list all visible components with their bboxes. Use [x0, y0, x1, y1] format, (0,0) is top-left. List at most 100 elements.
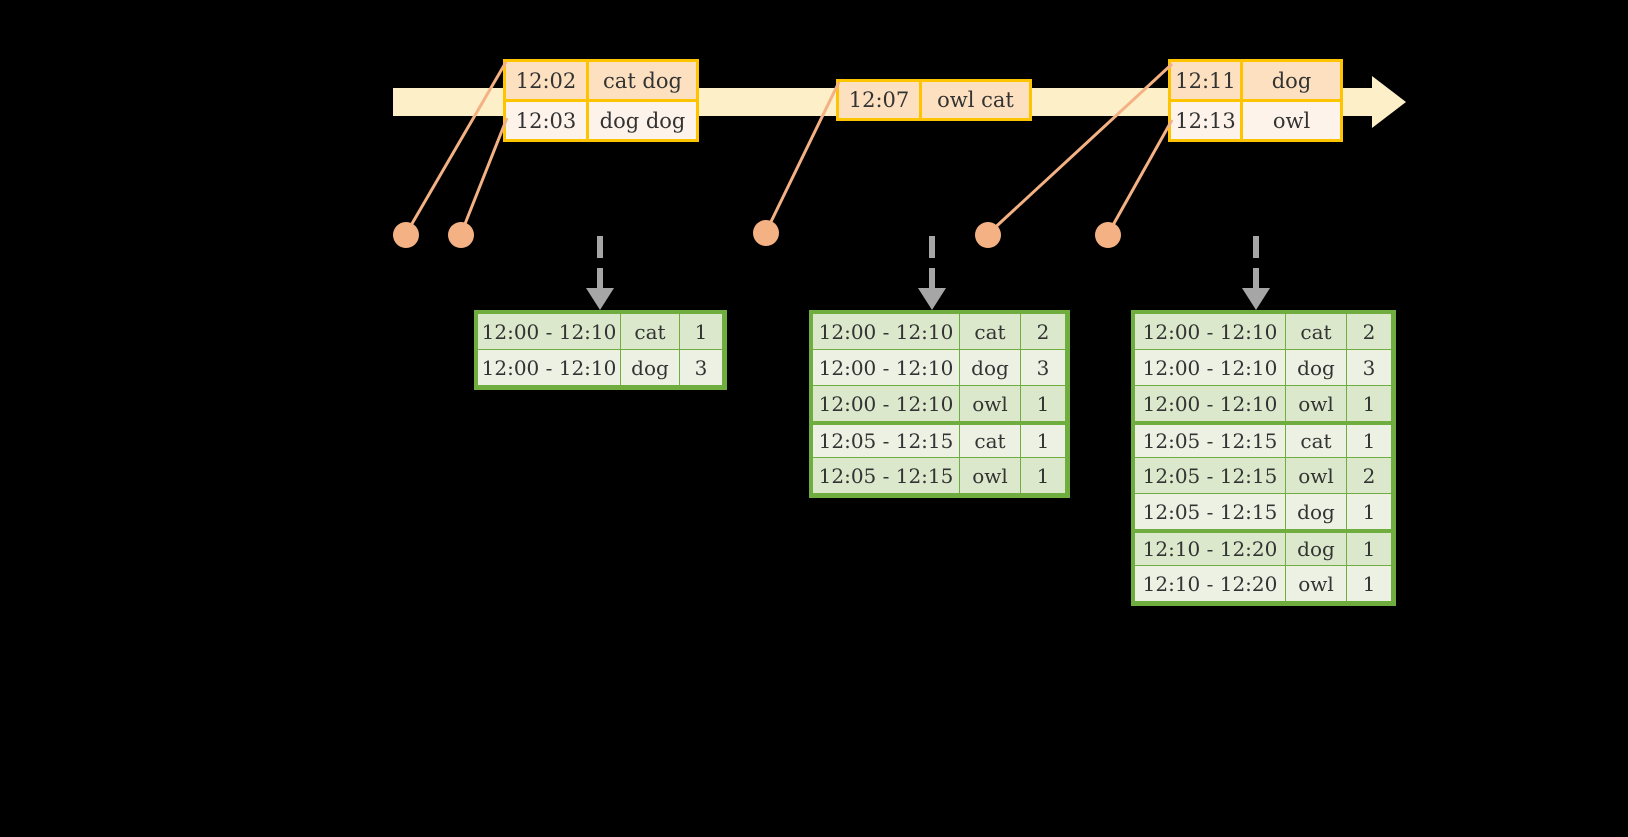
cell-count: 3	[1346, 349, 1392, 386]
cell-window: 12:00 - 12:10	[812, 385, 960, 422]
cell-count: 1	[1346, 493, 1392, 530]
connector-line-4	[986, 62, 1174, 236]
event-row[interactable]: 12:02 cat dog	[506, 62, 696, 99]
cell-count: 1	[1346, 565, 1392, 602]
flow-arrowhead-icon-1	[586, 288, 614, 310]
connector-lines	[404, 61, 1174, 236]
event-row[interactable]: 12:03 dog dog	[506, 99, 696, 139]
event-value: cat dog	[589, 62, 696, 99]
cell-window: 12:00 - 12:10	[477, 349, 621, 386]
connector-line-1	[404, 61, 508, 235]
timeline-arrow-icon	[1372, 76, 1406, 128]
cell-window: 12:05 - 12:15	[1134, 421, 1286, 458]
cell-window: 12:00 - 12:10	[477, 313, 621, 350]
cell-word: owl	[959, 385, 1021, 422]
flow-arrowhead-icon-2	[918, 288, 946, 310]
cell-word: owl	[1285, 565, 1347, 602]
cell-word: dog	[1285, 529, 1347, 566]
cell-count: 2	[1346, 313, 1392, 350]
cell-window: 12:05 - 12:15	[1134, 457, 1286, 494]
event-value: dog	[1243, 62, 1340, 99]
event-group-3[interactable]: 12:11 dog 12:13 owl	[1168, 59, 1343, 142]
cell-window: 12:05 - 12:15	[812, 421, 960, 458]
event-group-2[interactable]: 12:07 owl cat	[836, 79, 1032, 121]
cell-count: 1	[679, 313, 723, 350]
cell-word: cat	[620, 313, 680, 350]
event-time: 12:03	[506, 102, 589, 139]
event-dot-3	[753, 220, 779, 246]
cell-count: 1	[1020, 457, 1066, 494]
cell-window: 12:00 - 12:10	[812, 349, 960, 386]
cell-window: 12:00 - 12:10	[1134, 313, 1286, 350]
connector-line-3	[764, 81, 841, 233]
event-time: 12:07	[839, 82, 922, 118]
event-value: owl cat	[922, 82, 1029, 118]
cell-word: dog	[1285, 493, 1347, 530]
event-row[interactable]: 12:11 dog	[1171, 62, 1340, 99]
event-time: 12:13	[1171, 102, 1243, 139]
cell-window: 12:05 - 12:15	[1134, 493, 1286, 530]
cell-count: 1	[1346, 421, 1392, 458]
connector-dots	[393, 220, 1121, 248]
cell-window: 12:10 - 12:20	[1134, 529, 1286, 566]
cell-window: 12:00 - 12:10	[1134, 385, 1286, 422]
cell-word: dog	[959, 349, 1021, 386]
cell-word: cat	[959, 421, 1021, 458]
cell-count: 1	[1346, 529, 1392, 566]
cell-count: 2	[1346, 457, 1392, 494]
cell-word: cat	[1285, 313, 1347, 350]
cell-window: 12:05 - 12:15	[812, 457, 960, 494]
flow-arrows	[597, 236, 1259, 288]
cell-word: dog	[1285, 349, 1347, 386]
event-row[interactable]: 12:07 owl cat	[839, 82, 1029, 118]
flow-arrow-heads	[586, 288, 1270, 310]
cell-window: 12:00 - 12:10	[812, 313, 960, 350]
cell-count: 3	[1020, 349, 1066, 386]
cell-window: 12:00 - 12:10	[1134, 349, 1286, 386]
event-value: owl	[1243, 102, 1340, 139]
event-dot-4	[975, 222, 1001, 248]
cell-word: cat	[959, 313, 1021, 350]
cell-count: 2	[1020, 313, 1066, 350]
cell-word: owl	[1285, 457, 1347, 494]
cell-word: owl	[1285, 385, 1347, 422]
event-time: 12:11	[1171, 62, 1243, 99]
connector-line-2	[459, 117, 509, 235]
cell-word: owl	[959, 457, 1021, 494]
cell-count: 1	[1020, 421, 1066, 458]
cell-window: 12:10 - 12:20	[1134, 565, 1286, 602]
cell-count: 3	[679, 349, 723, 386]
cell-count: 1	[1346, 385, 1392, 422]
connector-line-5	[1106, 119, 1174, 235]
event-time: 12:02	[506, 62, 589, 99]
event-dot-2	[448, 222, 474, 248]
event-row[interactable]: 12:13 owl	[1171, 99, 1340, 139]
cell-count: 1	[1020, 385, 1066, 422]
event-dot-5	[1095, 222, 1121, 248]
event-group-1[interactable]: 12:02 cat dog 12:03 dog dog	[503, 59, 699, 142]
event-value: dog dog	[589, 102, 696, 139]
event-dot-1	[393, 222, 419, 248]
flow-arrowhead-icon-3	[1242, 288, 1270, 310]
cell-word: cat	[1285, 421, 1347, 458]
